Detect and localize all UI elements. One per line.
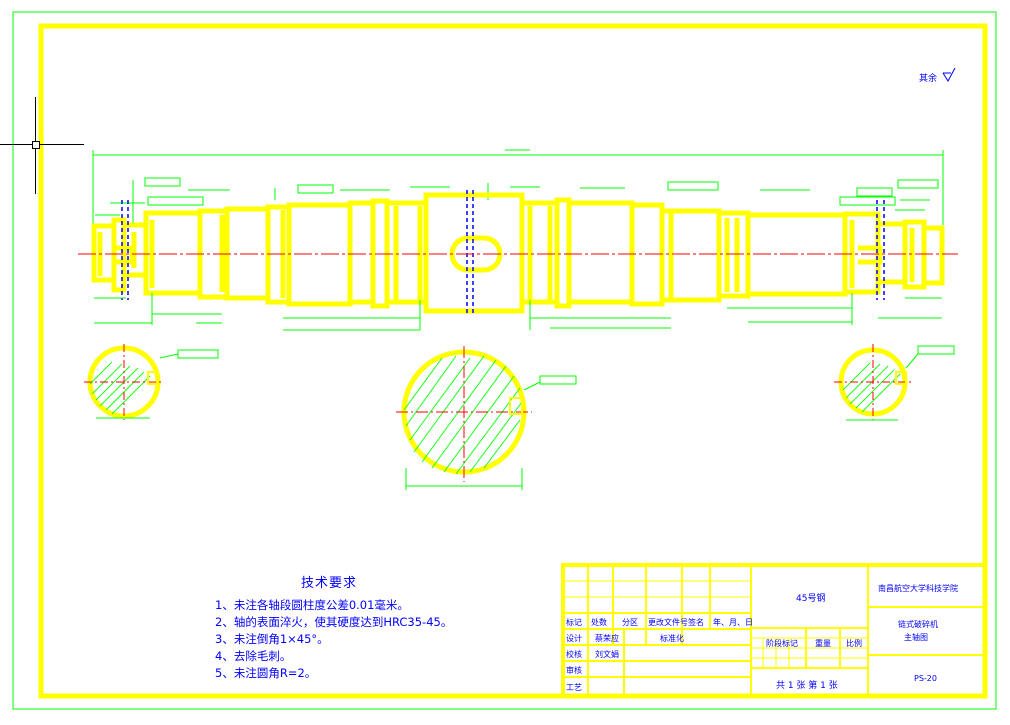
- technical-notes: 技术要求 1、未注各轴段圆柱度公差0.01毫米。 2、轴的表面淬火，使其硬度达到…: [215, 572, 452, 682]
- section-left: [84, 344, 219, 420]
- tb-label-change-doc: 更改文件号: [648, 617, 688, 627]
- cursor-crosshair-h: [0, 144, 84, 145]
- outer-frame: [12, 11, 997, 710]
- section-right: [834, 344, 955, 421]
- tb-stage: 阶段标记: [766, 638, 798, 648]
- title-block: 标记 处数 分区 更改文件号 签名 年、月、日 设计 校核 审核 工艺 蔡荣应 …: [561, 563, 987, 698]
- note-item-5: 5、未注圆角R=2。: [215, 666, 317, 680]
- tb-scale: 比例: [846, 638, 862, 648]
- tb-sheet: 共 1 张 第 1 张: [776, 679, 838, 691]
- inner-frame: [38, 23, 988, 699]
- tb-drawing-no: PS-20: [914, 674, 937, 683]
- tb-label-design: 设计: [566, 633, 582, 643]
- tb-label-date: 年、月、日: [713, 617, 753, 627]
- note-item-4: 4、去除毛刺。: [215, 649, 292, 663]
- lower-dimensions: [94, 293, 942, 331]
- shaft-body: [91, 192, 945, 314]
- tb-checker: 刘文娟: [595, 649, 619, 659]
- tb-part-name-2: 主轴图: [904, 632, 928, 642]
- tb-label-sign: 签名: [688, 617, 704, 627]
- notes-title: 技术要求: [301, 576, 358, 591]
- tb-std: 标准化: [660, 633, 684, 643]
- section-center: [396, 346, 577, 490]
- tb-label-mark: 标记: [566, 617, 582, 627]
- tb-label-zone: 分区: [622, 618, 638, 627]
- header-mark-text: 其余: [919, 72, 937, 84]
- roughness-mark: 其余: [919, 67, 956, 84]
- upper-dimensions: [95, 177, 939, 225]
- tb-label-count: 处数: [591, 617, 607, 627]
- note-item-2: 2、轴的表面淬火，使其硬度达到HRC35-45。: [215, 615, 453, 629]
- tb-label-review: 审核: [566, 665, 582, 675]
- hidden-lines: [121, 190, 885, 315]
- tb-school: 南昌航空大学科技学院: [878, 583, 958, 593]
- tb-label-check: 校核: [566, 649, 582, 659]
- overall-dimension: [92, 149, 944, 225]
- tb-material: 45号钢: [796, 592, 825, 604]
- note-item-3: 3、未注倒角1×45°。: [215, 632, 329, 646]
- note-item-1: 1、未注各轴段圆柱度公差0.01毫米。: [215, 598, 409, 612]
- tb-part-name-1: 链式破碎机: [898, 619, 938, 629]
- tb-designer: 蔡荣应: [595, 633, 619, 643]
- tb-weight: 重量: [815, 638, 831, 648]
- cursor-pickbox: [32, 141, 40, 149]
- tb-label-process: 工艺: [566, 683, 582, 692]
